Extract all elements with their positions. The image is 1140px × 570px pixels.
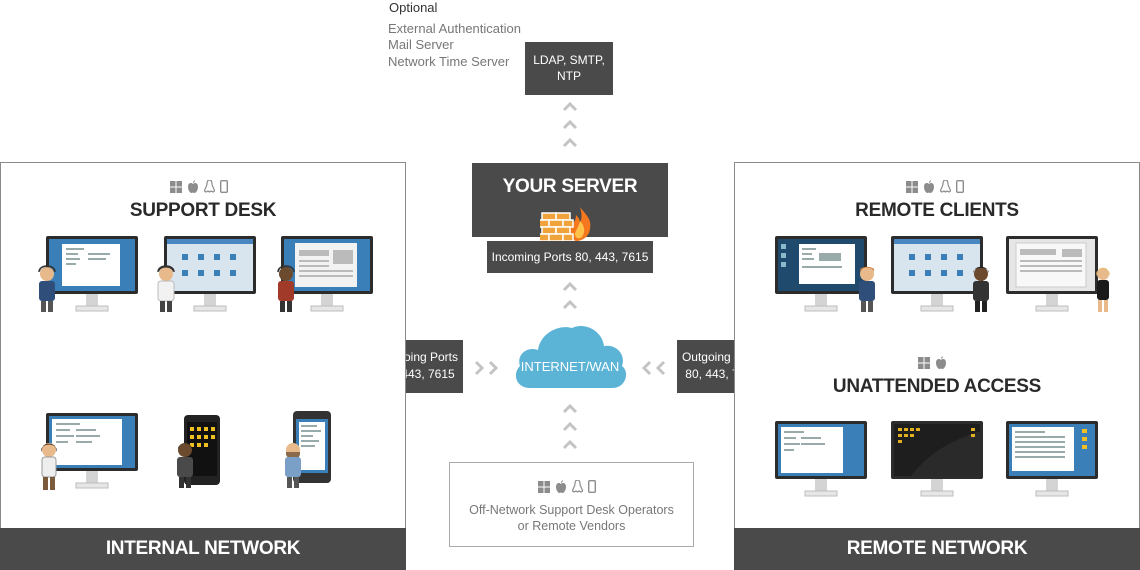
remote-network-footer: REMOTE NETWORK <box>734 528 1140 570</box>
ldap-smtp-ntp-box: LDAP, SMTP, NTP <box>525 42 613 95</box>
server-title: YOUR SERVER <box>502 176 638 197</box>
mobile-icon <box>220 180 228 193</box>
support-agent-avatar-5 <box>177 443 193 488</box>
linux-icon <box>572 480 583 493</box>
internal-network-footer: INTERNAL NETWORK <box>0 528 406 570</box>
remote-monitor-2 <box>891 236 983 312</box>
chevrons-up-middle <box>562 281 578 310</box>
support-monitor-3 <box>281 236 373 312</box>
support-agent-avatar-6 <box>285 443 301 488</box>
windows-icon <box>538 480 550 493</box>
chevrons-up-top <box>562 101 578 148</box>
chevron-up-icon <box>562 281 578 292</box>
support-desk-title: SUPPORT DESK <box>129 200 277 221</box>
unattended-monitor-3 <box>1006 421 1098 497</box>
support-agent-avatar-4 <box>40 443 58 490</box>
off-network-line-1: Off-Network Support Desk Operators <box>469 503 674 517</box>
chevron-left-icon <box>655 360 666 376</box>
remote-clients-title: REMOTE CLIENTS <box>855 200 1019 221</box>
chevron-up-icon <box>562 403 578 414</box>
internal-network-panel <box>0 162 406 570</box>
chevron-right-icon <box>488 360 499 376</box>
apple-icon <box>188 180 198 193</box>
unattended-os-icons <box>918 356 947 369</box>
chevron-up-icon <box>562 439 578 450</box>
off-network-box: Off-Network Support Desk Operators or Re… <box>449 462 694 547</box>
unattended-monitor-2 <box>891 421 983 497</box>
off-network-os-icons <box>538 480 596 493</box>
linux-icon <box>940 180 951 193</box>
chevron-right-icon <box>474 360 485 376</box>
support-agent-avatar-2 <box>157 265 175 312</box>
chevron-up-icon <box>562 299 578 310</box>
mobile-icon <box>588 480 596 493</box>
incoming-ports-box: Incoming Ports 80, 443, 7615 <box>487 241 653 273</box>
remote-monitor-1 <box>775 236 867 312</box>
windows-icon <box>170 180 182 193</box>
support-phone-mobile <box>293 411 331 483</box>
chevrons-right <box>474 360 499 376</box>
cloud-icon <box>515 326 627 388</box>
support-agent-avatar-1 <box>38 265 56 312</box>
support-agent-avatar-3 <box>277 265 295 312</box>
ldap-line-1: LDAP, SMTP, <box>533 53 605 67</box>
windows-icon <box>918 356 930 369</box>
apple-icon <box>556 480 566 493</box>
optional-heading: Optional <box>389 0 438 15</box>
chevrons-left <box>641 360 666 376</box>
remote-monitor-3 <box>1006 236 1098 312</box>
chevron-up-icon <box>562 101 578 112</box>
chevron-up-icon <box>562 119 578 130</box>
support-desk-os-icons <box>170 180 228 193</box>
optional-line-1: External Authentication <box>388 21 521 36</box>
remote-client-avatar-2 <box>973 266 989 312</box>
chevrons-up-bottom <box>562 403 578 450</box>
firewall-icon <box>540 207 591 242</box>
optional-line-2: Mail Server <box>388 37 454 52</box>
chevron-left-icon <box>641 360 652 376</box>
remote-clients-os-icons <box>906 180 964 193</box>
remote-client-avatar-3 <box>1095 267 1111 312</box>
windows-icon <box>906 180 918 193</box>
unattended-access-title: UNATTENDED ACCESS <box>832 376 1042 397</box>
internet-label: INTERNET/WAN <box>520 359 620 374</box>
support-monitor-4 <box>46 413 138 489</box>
unattended-monitor-1 <box>775 421 867 497</box>
remote-client-avatar-1 <box>859 266 875 312</box>
support-monitor-2 <box>164 236 256 312</box>
ldap-line-2: NTP <box>557 69 581 83</box>
mobile-icon <box>956 180 964 193</box>
optional-line-3: Network Time Server <box>388 54 510 69</box>
chevron-up-icon <box>562 137 578 148</box>
linux-icon <box>204 180 215 193</box>
support-monitor-1 <box>46 236 138 312</box>
apple-icon <box>924 180 934 193</box>
off-network-line-2: or Remote Vendors <box>517 519 626 533</box>
apple-icon <box>936 356 946 369</box>
chevron-up-icon <box>562 421 578 432</box>
